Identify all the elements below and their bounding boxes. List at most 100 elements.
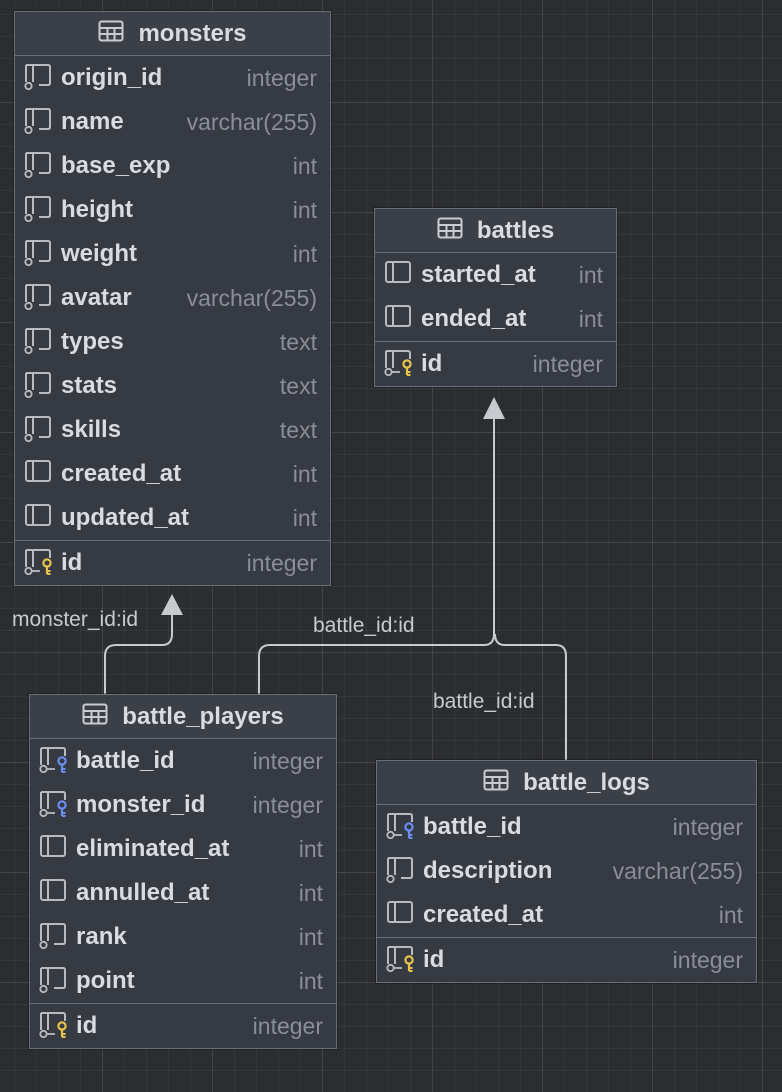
column-icon xyxy=(23,457,61,492)
column-icon xyxy=(23,149,61,184)
column-type: text xyxy=(279,328,317,355)
column-name: ended_at xyxy=(421,305,527,332)
column-type: integer xyxy=(246,549,317,576)
column-type: int xyxy=(718,901,743,928)
column-row-monsters[interactable]: stats text xyxy=(15,364,330,408)
arrowhead-battles xyxy=(483,397,505,419)
column-name: base_exp xyxy=(61,152,171,179)
column-icon xyxy=(23,281,61,316)
column-name: created_at xyxy=(423,901,544,928)
column-row-battle-players[interactable]: monster_id integer xyxy=(30,783,336,827)
column-row-battle-logs[interactable]: battle_id integer xyxy=(377,805,756,849)
column-name: height xyxy=(61,196,133,223)
table-title: monsters xyxy=(138,19,247,47)
table-title: battle_logs xyxy=(523,768,650,796)
column-type: int xyxy=(292,240,317,267)
column-type: int xyxy=(292,504,317,531)
table-title: battle_players xyxy=(122,702,284,730)
column-row-monsters[interactable]: height int xyxy=(15,188,330,232)
table-icon xyxy=(437,217,477,244)
column-type: integer xyxy=(252,791,323,818)
table-title: battles xyxy=(476,216,555,244)
column-type: integer xyxy=(532,350,603,377)
column-type: integer xyxy=(252,1012,323,1039)
edge-label-monster-id: monster_id:id xyxy=(12,608,139,631)
column-icon xyxy=(23,325,61,360)
column-name: rank xyxy=(76,923,127,950)
column-row-monsters[interactable]: weight int xyxy=(15,232,330,276)
column-icon xyxy=(383,258,421,293)
edge-label-battle-players-battle-id: battle_id:id xyxy=(313,614,415,637)
column-icon xyxy=(23,501,61,536)
column-icon xyxy=(23,193,61,228)
column-row-battle-logs[interactable]: created_at int xyxy=(377,893,756,937)
column-icon xyxy=(23,413,61,448)
column-type: int xyxy=(292,196,317,223)
column-icon xyxy=(383,302,421,337)
primary-key-icon xyxy=(38,1009,76,1044)
column-name: avatar xyxy=(61,284,132,311)
column-icon xyxy=(385,898,423,933)
connector-battle-players-monsters xyxy=(104,614,173,694)
column-type: int xyxy=(298,879,323,906)
column-type: text xyxy=(279,372,317,399)
column-icon xyxy=(38,832,76,867)
column-type: varchar(255) xyxy=(612,857,743,884)
column-name: id xyxy=(423,946,445,973)
column-icon xyxy=(38,920,76,955)
table-icon xyxy=(82,703,122,730)
column-icon xyxy=(38,964,76,999)
table-icon xyxy=(483,769,523,796)
column-name: skills xyxy=(61,416,122,443)
column-icon xyxy=(38,876,76,911)
column-name: weight xyxy=(61,240,137,267)
column-name: id xyxy=(421,350,443,377)
column-name: description xyxy=(423,857,553,884)
column-name: name xyxy=(61,108,124,135)
foreign-key-icon xyxy=(38,788,76,823)
column-name: battle_id xyxy=(423,813,522,840)
table-header[interactable]: battle_players xyxy=(30,695,336,739)
column-type: int xyxy=(292,460,317,487)
column-type: int xyxy=(292,152,317,179)
primary-key-row[interactable]: id integer xyxy=(375,341,616,386)
column-type: integer xyxy=(672,813,743,840)
column-row-monsters[interactable]: base_exp int xyxy=(15,144,330,188)
column-name: battle_id xyxy=(76,747,175,774)
column-icon xyxy=(23,105,61,140)
column-type: text xyxy=(279,416,317,443)
column-row-monsters[interactable]: skills text xyxy=(15,408,330,452)
column-name: stats xyxy=(61,372,118,399)
column-name: started_at xyxy=(421,261,536,288)
table-header[interactable]: monsters xyxy=(15,12,330,56)
table-header[interactable]: battle_logs xyxy=(377,761,756,805)
column-row-battle-logs[interactable]: description varchar(255) xyxy=(377,849,756,893)
table-header[interactable]: battles xyxy=(375,209,616,253)
column-name: eliminated_at xyxy=(76,835,230,862)
primary-key-icon xyxy=(383,347,421,382)
column-name: monster_id xyxy=(76,791,206,818)
primary-key-icon xyxy=(23,546,61,581)
foreign-key-icon xyxy=(385,810,423,845)
